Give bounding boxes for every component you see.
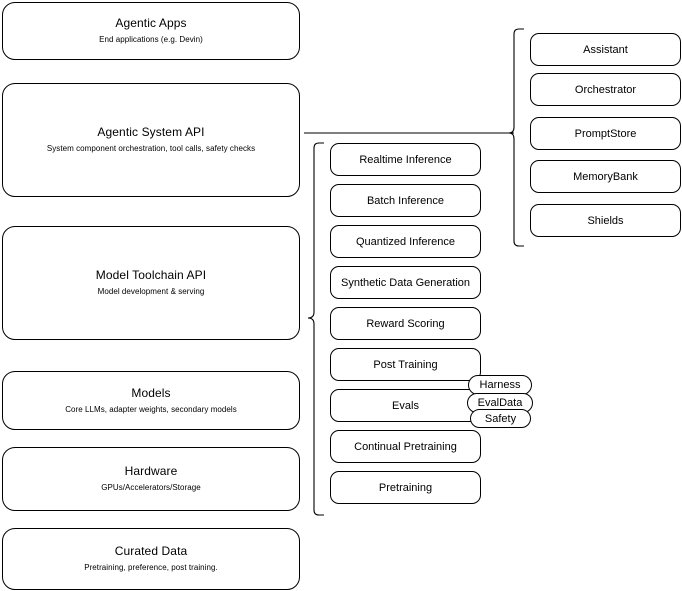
system-component-assistant[interactable]: Assistant	[530, 33, 681, 66]
toolchain-item-batch-inference[interactable]: Batch Inference	[330, 184, 481, 217]
eval-pill-harness[interactable]: Harness	[468, 375, 532, 395]
layer-title: Hardware	[124, 464, 178, 478]
layer-title: Models	[131, 385, 171, 400]
system-component-label: Orchestrator	[574, 83, 637, 96]
layer-card-agentic-system-api[interactable]: Agentic System API System component orch…	[2, 83, 300, 197]
layer-subtitle: Pretraining, preference, post training.	[84, 563, 218, 572]
toolchain-item-synthetic-data-generation[interactable]: Synthetic Data Generation	[330, 266, 481, 299]
system-component-shields[interactable]: Shields	[530, 204, 681, 237]
brace-system-components	[508, 28, 524, 247]
system-component-promptstore[interactable]: PromptStore	[530, 117, 681, 150]
layer-card-curated-data[interactable]: Curated Data Pretraining, preference, po…	[2, 528, 300, 590]
layer-title: Agentic System API	[97, 125, 205, 139]
toolchain-item-label: Post Training	[373, 358, 438, 371]
toolchain-item-continual-pretraining[interactable]: Continual Pretraining	[330, 430, 481, 463]
toolchain-item-label: Continual Pretraining	[354, 440, 457, 453]
toolchain-item-label: Evals	[392, 399, 419, 412]
eval-pill-label: Safety	[484, 412, 517, 425]
layer-card-agentic-apps[interactable]: Agentic Apps End applications (e.g. Devi…	[2, 2, 300, 60]
toolchain-item-realtime-inference[interactable]: Realtime Inference	[330, 143, 481, 176]
layer-subtitle: Model development & serving	[97, 287, 205, 296]
toolchain-item-label: Synthetic Data Generation	[340, 276, 471, 289]
eval-pill-safety[interactable]: Safety	[470, 409, 531, 428]
toolchain-item-label: Batch Inference	[366, 194, 445, 207]
layer-subtitle: End applications (e.g. Devin)	[99, 35, 203, 44]
toolchain-item-pretraining[interactable]: Pretraining	[330, 471, 481, 504]
toolchain-item-label: Pretraining	[378, 481, 433, 494]
brace-toolchain-items	[307, 142, 324, 516]
layer-title: Agentic Apps	[115, 16, 187, 30]
toolchain-item-label: Realtime Inference	[359, 153, 452, 166]
layer-subtitle: System component orchestration, tool cal…	[46, 144, 256, 153]
toolchain-item-reward-scoring[interactable]: Reward Scoring	[330, 307, 481, 340]
toolchain-item-post-training[interactable]: Post Training	[330, 348, 481, 381]
eval-pill-label: Harness	[479, 379, 521, 391]
layer-card-hardware[interactable]: Hardware GPUs/Accelerators/Storage	[2, 447, 300, 511]
system-component-memorybank[interactable]: MemoryBank	[530, 160, 681, 193]
eval-pill-label: EvalData	[477, 397, 523, 409]
toolchain-item-evals[interactable]: Evals	[330, 389, 481, 422]
toolchain-item-quantized-inference[interactable]: Quantized Inference	[330, 225, 481, 258]
layer-title: Curated Data	[114, 544, 188, 558]
layer-card-model-toolchain-api[interactable]: Model Toolchain API Model development & …	[2, 226, 300, 340]
layer-subtitle: Core LLMs, adapter weights, secondary mo…	[65, 404, 237, 414]
toolchain-item-label: Quantized Inference	[355, 235, 456, 248]
system-component-label: Shields	[587, 214, 624, 227]
system-component-orchestrator[interactable]: Orchestrator	[530, 73, 681, 106]
layer-subtitle: GPUs/Accelerators/Storage	[101, 483, 201, 492]
system-component-label: MemoryBank	[573, 170, 638, 183]
toolchain-item-label: Reward Scoring	[366, 317, 445, 330]
layer-title: Model Toolchain API	[95, 268, 207, 282]
layer-card-models[interactable]: Models Core LLMs, adapter weights, secon…	[2, 371, 300, 430]
system-component-label: Assistant	[583, 43, 628, 56]
system-component-label: PromptStore	[574, 127, 637, 140]
